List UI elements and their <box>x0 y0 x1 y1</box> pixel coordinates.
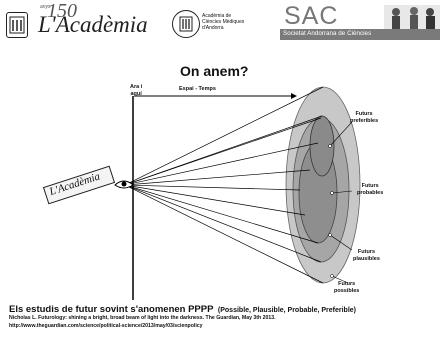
caption-paren: (Possible, Plausible, Probable, Preferib… <box>217 307 357 314</box>
label-preferibles-line1: Futurs <box>355 111 373 117</box>
label-probables-line1: Futurs <box>361 183 379 189</box>
ara-label-line1: Ara i <box>130 84 143 90</box>
espai-temps-label: Espai - Temps <box>179 86 216 92</box>
sac-title: SAC <box>284 2 339 30</box>
ara-label: Ara i aquí <box>130 84 142 98</box>
sac-subtitle: Societat Andorrana de Ciències <box>283 30 372 37</box>
slide-title: On anem? <box>180 63 249 79</box>
label-plausibles-line2: plausibles <box>353 256 380 262</box>
projection-lines <box>124 86 324 284</box>
academia-script-title: L'Acadèmia <box>38 12 148 37</box>
ara-label-line2: aquí <box>130 91 142 97</box>
citation-line1: Nicholas L. Futurology: shining a bright… <box>9 315 276 321</box>
label-preferibles-line2: preferibles <box>350 118 379 124</box>
academia-crest-icon <box>6 12 28 38</box>
label-preferibles: Futurs preferibles <box>350 111 378 125</box>
caption: Els estudis de futur sovint s'anomenen P… <box>9 299 356 317</box>
label-leaders <box>329 121 353 284</box>
label-plausibles-line1: Futurs <box>357 249 376 255</box>
sac-subtitle-bar <box>280 29 440 40</box>
caption-main: Els estudis de futur sovint s'anomenen P… <box>9 304 214 315</box>
anniversary-word: anys <box>40 4 51 10</box>
label-possibles-line2: possibles <box>334 288 360 294</box>
acad-mediques-line2: Ciències Mèdiques <box>202 19 245 25</box>
label-dots <box>328 144 334 278</box>
label-probables-line2: probables <box>357 190 384 196</box>
label-probables: Futurs probables <box>357 183 383 197</box>
eye-icon <box>114 180 134 189</box>
label-possibles: Futurs possibles <box>334 281 359 295</box>
acad-mediques-line3: d'Andorra <box>202 25 224 31</box>
label-possibles-line1: Futurs <box>338 281 356 287</box>
citation-line2: http://www.theguardian.com/science/polit… <box>9 323 203 329</box>
sac-scientists-icon <box>384 5 440 29</box>
anniversary-number: 150 <box>47 0 77 22</box>
sac-logo: SAC Societat Andorrana de Ciències <box>280 2 440 40</box>
acad-mediques-line1: Acadèmia de <box>202 13 232 19</box>
acad-mediques-crest-icon <box>172 10 200 38</box>
label-plausibles: Futurs plausibles <box>353 249 380 263</box>
